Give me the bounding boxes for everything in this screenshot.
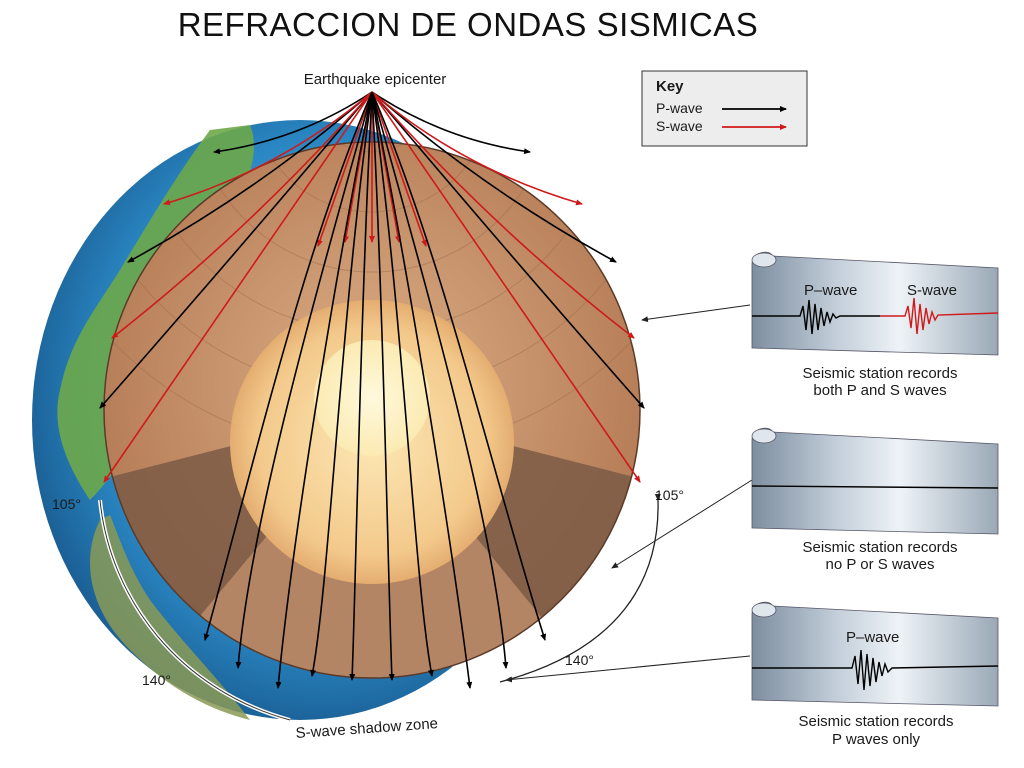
p-wave-ray bbox=[371, 91, 473, 689]
drum-roll bbox=[751, 602, 777, 618]
seismic-station-1: P–wave S-wave Seismic station records bo… bbox=[751, 251, 999, 399]
seismograph-drum bbox=[751, 251, 999, 356]
s-wave-ray bbox=[371, 91, 583, 206]
wave-rays bbox=[99, 91, 645, 689]
shadow-zone-arc-left-outline bbox=[99, 499, 291, 721]
station-caption-line2: both P and S waves bbox=[813, 382, 946, 399]
p-wave-ray bbox=[99, 91, 373, 409]
s-wave-ray bbox=[163, 91, 373, 206]
key-p-wave-label: P-wave bbox=[656, 100, 703, 116]
key-s-wave-label: S-wave bbox=[656, 118, 703, 134]
inner-core bbox=[314, 340, 430, 456]
p-wave-ray bbox=[203, 91, 373, 641]
p-wave-ray bbox=[235, 91, 373, 669]
station-caption-line1: Seismic station records bbox=[802, 539, 957, 556]
continent-shape bbox=[90, 515, 250, 720]
drum-roll bbox=[751, 252, 777, 268]
p-wave-ray bbox=[371, 91, 617, 263]
shadow-zone-arc-right bbox=[499, 493, 661, 683]
seismograph-drum bbox=[751, 427, 999, 535]
p-wave-ray bbox=[213, 91, 373, 155]
seismograph-drum bbox=[751, 601, 999, 707]
p-wave-ray bbox=[127, 91, 373, 263]
epicenter-label: Earthquake epicenter bbox=[304, 71, 447, 88]
seismogram-trace-flat bbox=[751, 485, 999, 489]
drum-roll bbox=[751, 428, 777, 444]
station-caption-line1: Seismic station records bbox=[798, 713, 953, 730]
pointer-station-3 bbox=[505, 655, 751, 683]
pointer-station-2 bbox=[611, 479, 753, 569]
trace-label-s: S-wave bbox=[907, 282, 957, 299]
station-caption-line2: no P or S waves bbox=[826, 556, 935, 573]
key-title: Key bbox=[656, 78, 684, 95]
p-wave-ray bbox=[310, 91, 373, 677]
angle-label-105-left: 105° bbox=[52, 496, 81, 512]
trace-label-p: P–wave bbox=[846, 629, 899, 646]
p-wave-ray bbox=[349, 91, 373, 681]
s-wave-ray bbox=[111, 91, 373, 339]
p-wave-ray bbox=[371, 91, 645, 409]
station-caption-line1: Seismic station records bbox=[802, 365, 957, 382]
station-pointers bbox=[505, 304, 753, 683]
p-wave-ray bbox=[371, 91, 547, 641]
page-title: REFRACCION DE ONDAS SISMICAS bbox=[177, 6, 759, 43]
seismic-station-2: Seismic station records no P or S waves bbox=[751, 427, 999, 573]
angle-label-140-right: 140° bbox=[565, 652, 594, 668]
station-caption-line2: P waves only bbox=[832, 731, 921, 748]
seismic-station-3: P–wave Seismic station records P waves o… bbox=[751, 601, 999, 748]
angle-label-105-right: 105° bbox=[655, 487, 684, 503]
key-legend: Key P-wave S-wave bbox=[641, 70, 808, 147]
s-wave-ray bbox=[103, 91, 373, 483]
seismogram-trace-s bbox=[880, 297, 999, 335]
angle-label-140-left: 140° bbox=[142, 672, 171, 688]
p-wave-ray bbox=[275, 91, 373, 689]
s-wave-ray bbox=[371, 91, 641, 483]
p-wave-ray bbox=[371, 91, 531, 155]
pointer-station-1 bbox=[641, 304, 751, 323]
p-wave-ray bbox=[371, 91, 509, 669]
s-wave-ray bbox=[371, 91, 427, 247]
s-wave-ray bbox=[317, 91, 373, 247]
trace-label-p: P–wave bbox=[804, 282, 857, 299]
seismogram-trace-p bbox=[752, 299, 880, 335]
p-wave-ray bbox=[371, 91, 434, 677]
p-wave-ray bbox=[371, 91, 395, 681]
seismogram-trace-p bbox=[752, 649, 999, 691]
s-wave-ray bbox=[371, 91, 635, 339]
earth-cross-section bbox=[104, 142, 640, 678]
